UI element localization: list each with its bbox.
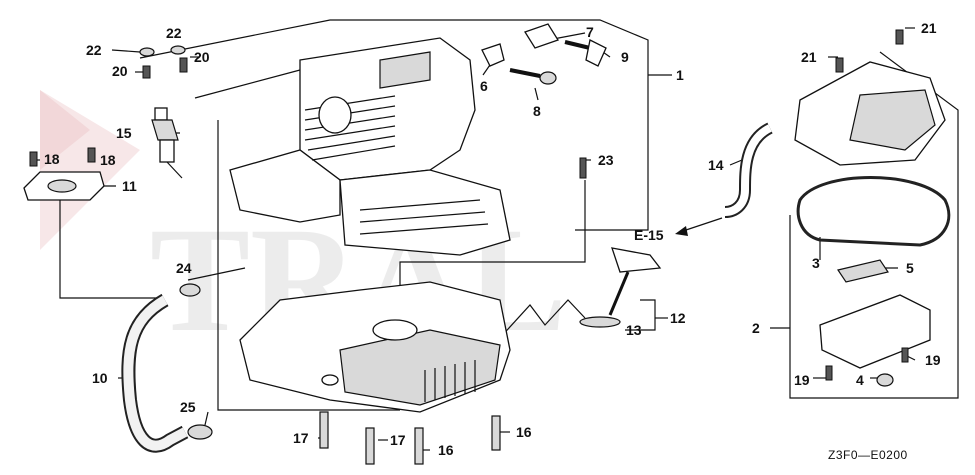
callout-labels: 1 2 3 4 5 6 7 8 9 10 11 12 13 14 15 16 1… — [44, 20, 941, 458]
callout-6: 6 — [480, 78, 488, 94]
rocker-parts — [481, 23, 607, 85]
callout-18b: 18 — [100, 152, 116, 168]
callout-17a: 17 — [293, 430, 309, 446]
callout-21b: 21 — [801, 49, 817, 65]
callout-20a: 20 — [112, 63, 128, 79]
callout-14: 14 — [708, 157, 724, 173]
callout-20b: 20 — [194, 49, 210, 65]
stud-23 — [579, 157, 587, 179]
callout-17b: 17 — [390, 432, 406, 448]
crankcase — [239, 281, 511, 413]
callout-9: 9 — [621, 49, 629, 65]
callout-21a: 21 — [921, 20, 937, 36]
callout-18a: 18 — [44, 151, 60, 167]
gasket — [796, 176, 951, 247]
head-cover — [794, 29, 946, 166]
callout-15: 15 — [116, 125, 132, 141]
callout-12: 12 — [670, 310, 686, 326]
cylinder-head — [229, 37, 511, 256]
callout-3: 3 — [812, 255, 820, 271]
callout-5: 5 — [906, 260, 914, 276]
callout-4: 4 — [856, 372, 864, 388]
packing-5 — [837, 259, 889, 283]
spark-plug — [151, 107, 183, 179]
breather-plate — [819, 294, 931, 387]
callout-19a: 19 — [794, 372, 810, 388]
hose-14 — [724, 122, 774, 218]
callout-16b: 16 — [516, 424, 532, 440]
callout-24: 24 — [176, 260, 192, 276]
diagram-code: Z3F0—E0200 — [828, 448, 908, 462]
breather-hose — [121, 283, 213, 453]
callout-11: 11 — [122, 178, 137, 194]
callout-19b: 19 — [925, 352, 941, 368]
callout-22b: 22 — [166, 25, 182, 41]
callout-13: 13 — [626, 322, 642, 338]
reference-e15: E-15 — [634, 227, 664, 243]
callout-8: 8 — [533, 103, 541, 119]
bolts — [319, 411, 501, 465]
callout-1: 1 — [676, 67, 684, 83]
callout-7: 7 — [586, 24, 594, 40]
callout-10: 10 — [92, 370, 108, 386]
callout-2: 2 — [752, 320, 760, 336]
bracket-11 — [23, 147, 105, 201]
oil-gauge — [579, 247, 662, 328]
nuts-washers — [139, 45, 188, 79]
callout-22a: 22 — [86, 42, 102, 58]
callout-25: 25 — [180, 399, 196, 415]
callout-23: 23 — [598, 152, 614, 168]
callout-16a: 16 — [438, 442, 454, 458]
